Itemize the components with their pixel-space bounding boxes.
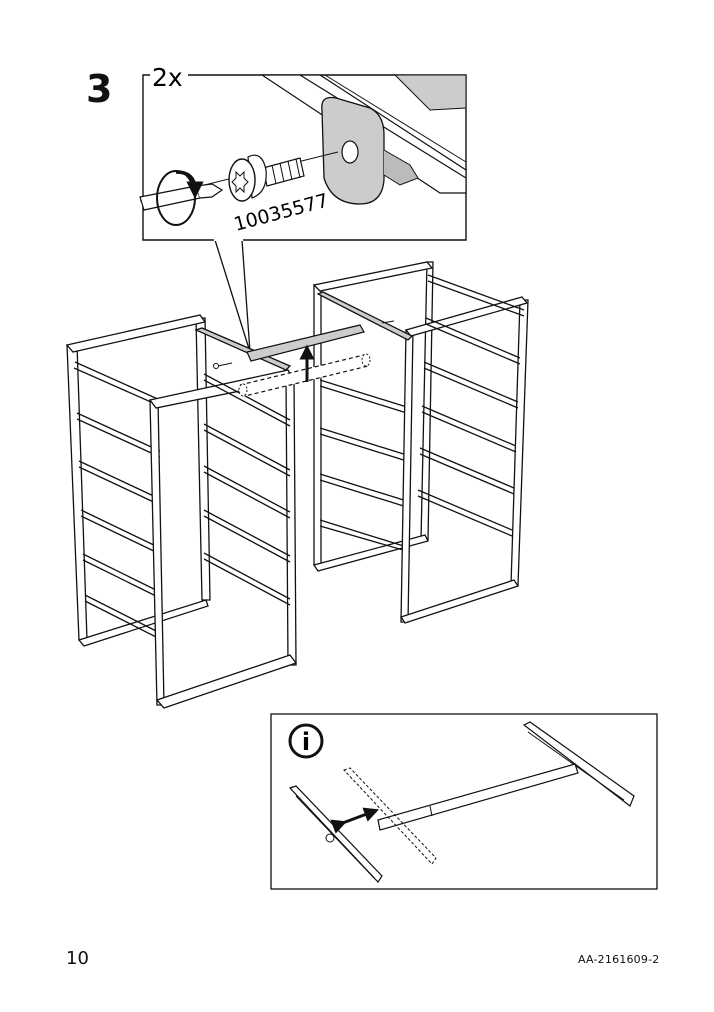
quantity-label: 2x	[152, 63, 183, 92]
info-icon-glyph: i	[302, 728, 310, 756]
screwdriver-icon	[139, 170, 224, 226]
rotate-arrow-icon	[175, 170, 204, 199]
info-icon: i	[288, 723, 324, 759]
document-code: AA-2161609-2	[578, 953, 660, 966]
step-number: 3	[86, 67, 113, 111]
connecting-bar	[213, 320, 395, 397]
rail-detail	[260, 74, 467, 205]
page-number: 10	[66, 948, 89, 969]
detail-callout-box: 2x	[139, 63, 467, 353]
double-arrow-icon	[330, 807, 380, 834]
left-frame	[65, 314, 298, 709]
right-frame	[312, 261, 529, 624]
info-box: i	[270, 713, 658, 890]
screw-icon	[228, 154, 305, 202]
